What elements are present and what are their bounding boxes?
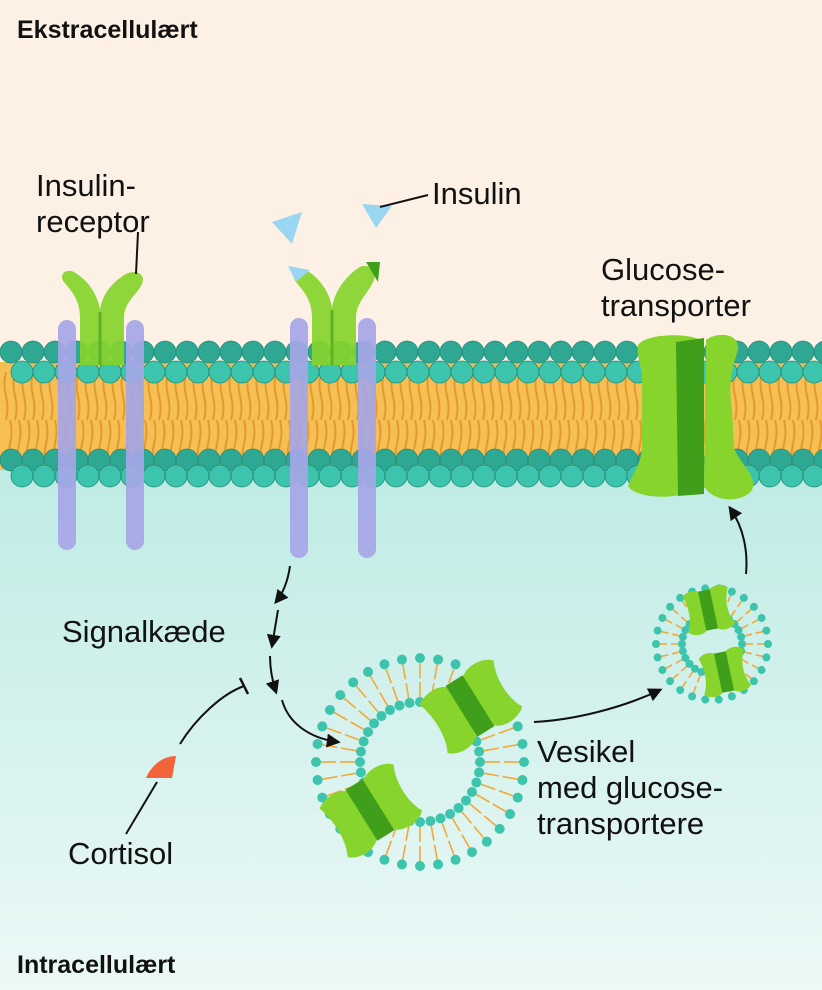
vesicle-transporter-lower [319, 763, 423, 858]
insulin-molecule [362, 204, 392, 228]
receptor-pointer-line [135, 231, 139, 275]
cortisol-inhibition-line [179, 685, 245, 745]
small-vesicle-to-membrane-arrow [728, 505, 748, 575]
cortisol-label: Cortisol [68, 836, 174, 871]
small-vesicle-transporter-lower [698, 646, 752, 698]
small-vesicle-transporter-upper [682, 584, 736, 636]
insulin-label: Insulin [432, 176, 522, 211]
signal-arrow-to-vesicle [281, 699, 341, 748]
cortisol-molecule [146, 756, 176, 778]
vesicle-to-small-arrow [533, 688, 663, 723]
insulin-receptor-inactive [58, 270, 144, 550]
signal-arrow-2 [266, 609, 281, 649]
glucose-transporter-label: Glucose- transporter [601, 252, 751, 323]
extracellular-label: Ekstracellulært [17, 16, 198, 44]
cortisol-pointer-line [125, 781, 158, 835]
signal-arrow-3 [265, 655, 280, 695]
inhibition-bar [238, 677, 250, 695]
glucose-transporter-in-membrane [628, 334, 754, 500]
insulin-molecule [272, 212, 302, 244]
intracellular-label: Intracellulært [17, 951, 176, 979]
signal-chain-label: Signalkæde [62, 614, 226, 649]
vesicle-transporter-upper [419, 659, 523, 754]
signal-arrow-1 [274, 565, 291, 605]
bound-insulin [288, 266, 310, 282]
insulin-receptor-label: Insulin- receptor [36, 168, 150, 239]
extracellular-region [0, 0, 822, 380]
insulin-receptor-active [288, 262, 380, 558]
vesicle-label: Vesikel med glucose- transportere [537, 734, 724, 841]
insulin-pointer-line [379, 194, 429, 208]
